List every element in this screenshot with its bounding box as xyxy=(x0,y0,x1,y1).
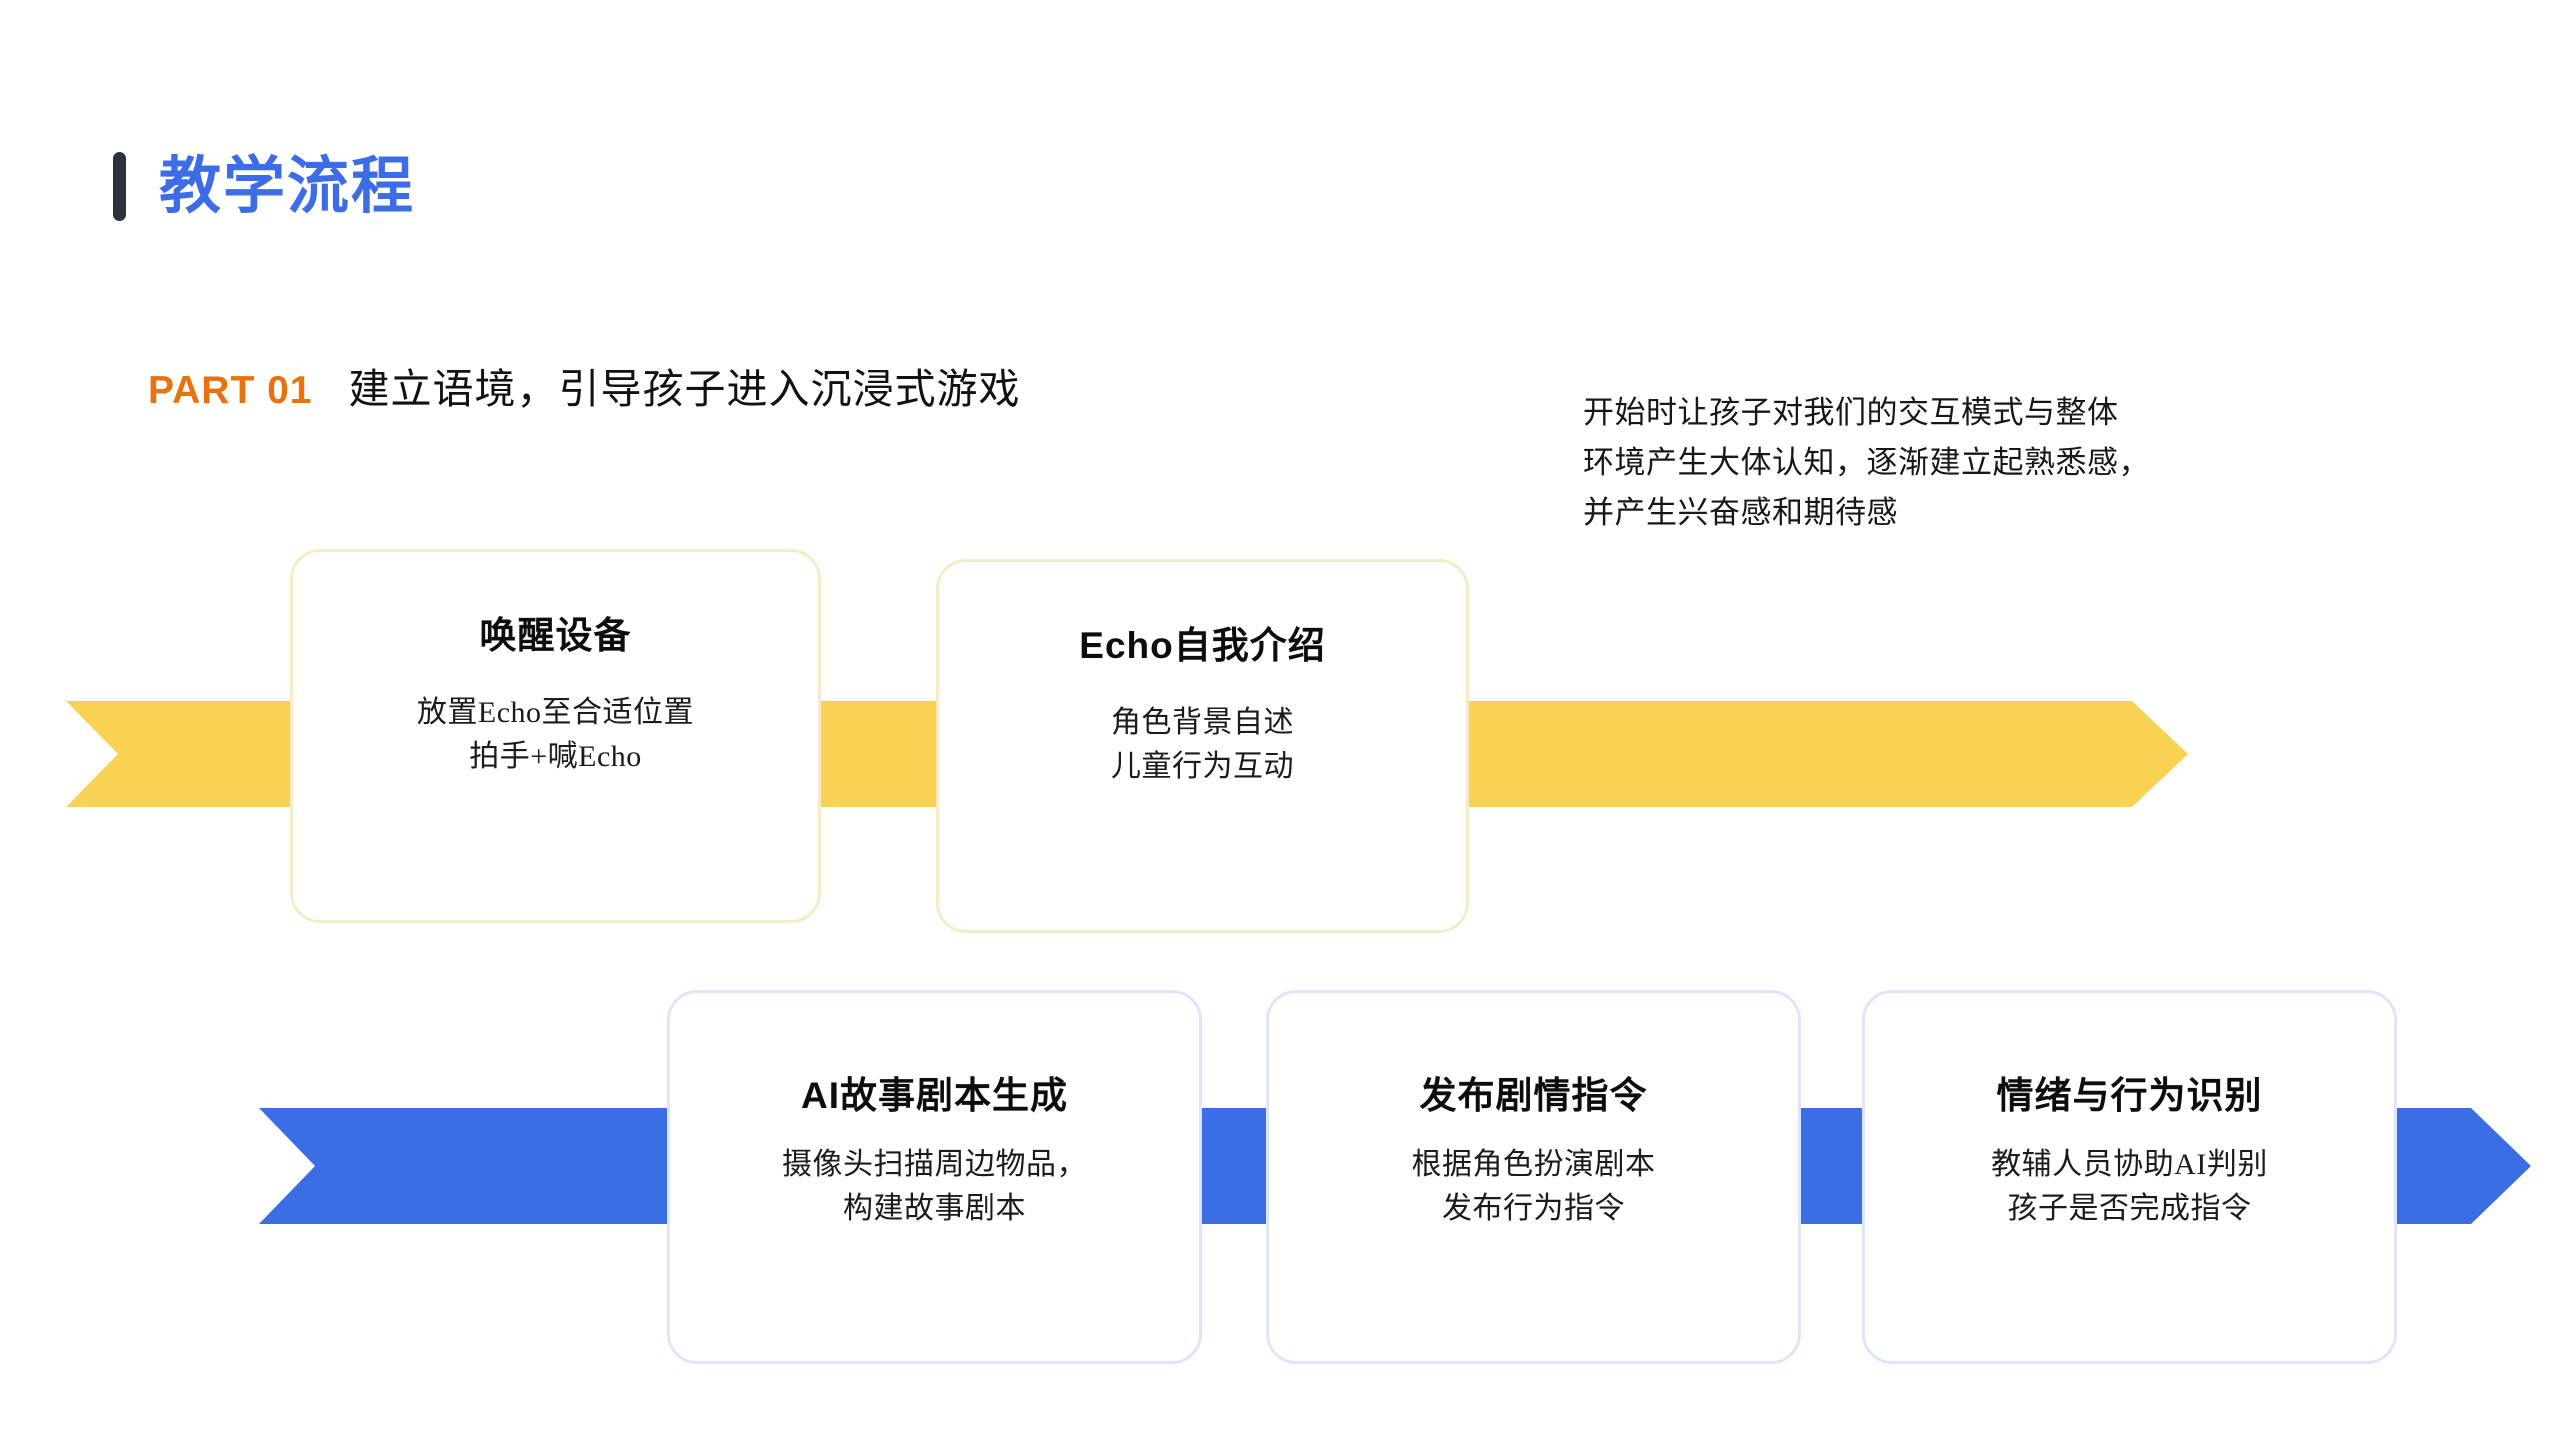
card-body: 摄像头扫描周边物品， 构建故事剧本 xyxy=(782,1143,1087,1232)
part-heading: PART 01 建立语境，引导孩子进入沉浸式游戏 xyxy=(148,355,1021,415)
flow-card-echo-intro[interactable]: Echo自我介绍 角色背景自述 儿童行为互动 xyxy=(936,559,1469,933)
card-body-line: 发布行为指令 xyxy=(1442,1192,1625,1226)
page-title: 教学流程 xyxy=(159,152,416,221)
card-title: Echo自我介绍 xyxy=(1079,615,1325,669)
card-title-cjk: 情绪与行为识别 xyxy=(1996,1076,2263,1117)
description-line: 并产生兴奋感和期待感 xyxy=(1583,495,1898,531)
card-title-cjk: 故事剧本生成 xyxy=(840,1076,1068,1117)
card-body-line: 角色背景自述 xyxy=(1111,706,1294,739)
card-body-line: 孩子是否完成指令 xyxy=(2007,1192,2252,1226)
card-body: 放置Echo至合适位置 拍手+喊Echo xyxy=(417,691,694,780)
flow-card-ai-story-script[interactable]: AI故事剧本生成 摄像头扫描周边物品， 构建故事剧本 xyxy=(667,990,1202,1364)
flow-card-emotion-behavior-recognition[interactable]: 情绪与行为识别 教辅人员协助AI判别 孩子是否完成指令 xyxy=(1862,990,2397,1364)
card-body-line: 根据角色扮演剧本 xyxy=(1411,1148,1656,1181)
card-title: 发布剧情指令 xyxy=(1420,1065,1648,1119)
card-title-latin: AI xyxy=(801,1075,840,1116)
part-title: 建立语境，引导孩子进入沉浸式游戏 xyxy=(348,366,1021,412)
card-body: 根据角色扮演剧本 发布行为指令 xyxy=(1412,1143,1656,1232)
title-accent-bar xyxy=(113,152,126,221)
card-body-line: 儿童行为互动 xyxy=(1111,750,1294,784)
card-body-line: 教辅人员协助AI判别 xyxy=(1991,1148,2268,1181)
card-body-line: 摄像头扫描周边物品， xyxy=(782,1148,1087,1181)
card-title-cjk: 唤醒设备 xyxy=(479,616,632,657)
description-line: 开始时让孩子对我们的交互模式与整体 xyxy=(1583,395,2119,430)
card-title: 情绪与行为识别 xyxy=(1997,1065,2263,1119)
card-body-line: 构建故事剧本 xyxy=(843,1192,1026,1226)
card-body-line: 拍手+喊Echo xyxy=(469,740,642,774)
part-label: PART 01 xyxy=(148,369,313,412)
flow-card-publish-plot-command[interactable]: 发布剧情指令 根据角色扮演剧本 发布行为指令 xyxy=(1266,990,1801,1364)
card-body: 角色背景自述 儿童行为互动 xyxy=(1111,701,1294,790)
card-title-cjk: 自我介绍 xyxy=(1173,626,1326,667)
card-body: 教辅人员协助AI判别 孩子是否完成指令 xyxy=(1991,1143,2268,1232)
card-title: AI故事剧本生成 xyxy=(801,1065,1068,1119)
description-line: 环境产生大体认知，逐渐建立起熟悉感， xyxy=(1583,445,2150,481)
card-title-cjk: 发布剧情指令 xyxy=(1419,1076,1648,1117)
card-title-latin: Echo xyxy=(1079,625,1174,666)
section-description: 开始时让孩子对我们的交互模式与整体 环境产生大体认知，逐渐建立起熟悉感， 并产生… xyxy=(1583,388,2283,539)
card-body-line: 放置Echo至合适位置 xyxy=(416,696,695,729)
card-title: 唤醒设备 xyxy=(480,605,632,659)
page-title-group: 教学流程 xyxy=(113,152,415,221)
flow-card-wake-device[interactable]: 唤醒设备 放置Echo至合适位置 拍手+喊Echo xyxy=(290,549,821,923)
